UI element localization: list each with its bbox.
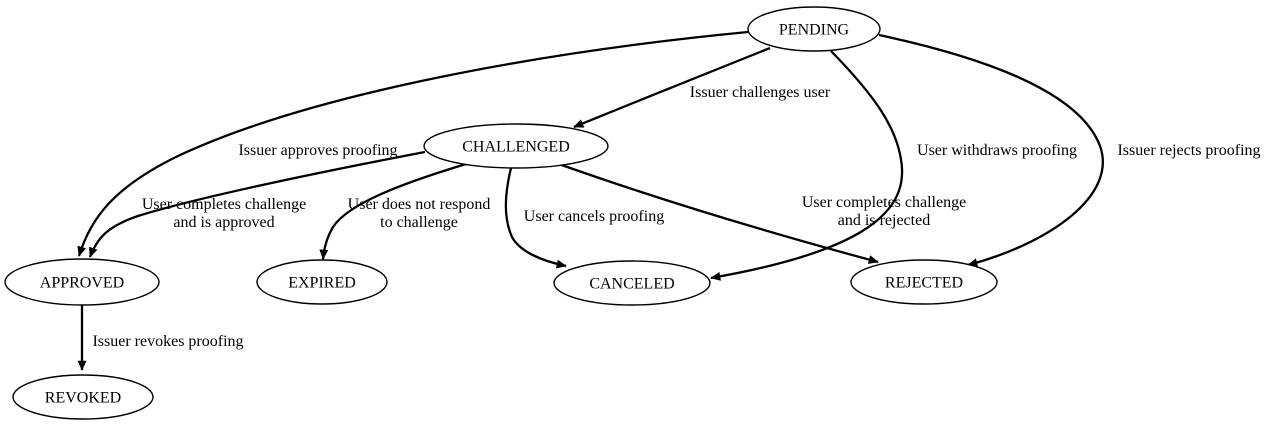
state-ellipse-pending — [747, 6, 881, 52]
transition-pending-canceled: User withdraws proofing — [710, 50, 1077, 281]
transition-path-pending-approved — [77, 30, 749, 257]
transition-label-line: and is rejected — [838, 212, 930, 229]
state-label-canceled: CANCELED — [589, 276, 674, 293]
transition-label-line: Issuer challenges user — [690, 84, 831, 101]
state-ellipse-revoked — [12, 374, 154, 420]
transition-path-pending-rejected — [878, 33, 1104, 267]
transition-label-line: and is approved — [173, 214, 274, 231]
transition-label-line: User completes challenge — [802, 194, 966, 211]
state-label-expired: EXPIRED — [288, 275, 356, 292]
state-ellipse-rejected — [850, 259, 998, 305]
state-node-canceled: CANCELED — [553, 260, 711, 306]
transition-pending-challenged: Issuer challenges user — [573, 46, 831, 129]
transition-path-challenged-canceled — [504, 167, 567, 269]
transition-path-challenged-expired — [319, 162, 467, 260]
transition-label-line: Issuer revokes proofing — [92, 333, 243, 350]
state-label-approved: APPROVED — [40, 275, 124, 292]
state-ellipse-challenged — [423, 123, 609, 169]
transition-label-line: User withdraws proofing — [917, 142, 1077, 159]
transition-label-line: Issuer rejects proofing — [1117, 142, 1260, 159]
transition-path-pending-challenged — [573, 46, 771, 129]
state-node-pending: PENDING — [747, 6, 881, 52]
transition-approved-revoked: Issuer revokes proofing — [77, 305, 244, 371]
state-node-approved: APPROVED — [4, 258, 160, 306]
transition-path-challenged-rejected — [555, 161, 879, 264]
state-node-rejected: REJECTED — [850, 259, 998, 305]
transition-label-pending-rejected: Issuer rejects proofing — [1117, 142, 1260, 159]
state-node-revoked: REVOKED — [12, 374, 154, 420]
transition-label-pending-challenged: Issuer challenges user — [690, 84, 831, 101]
state-node-expired: EXPIRED — [256, 259, 388, 305]
state-label-revoked: REVOKED — [45, 390, 121, 407]
transition-label-pending-canceled: User withdraws proofing — [917, 142, 1077, 159]
state-ellipse-canceled — [553, 260, 711, 306]
state-ellipse-expired — [256, 259, 388, 305]
transition-label-line: to challenge — [380, 214, 458, 231]
transition-challenged-canceled: User cancels proofing — [504, 167, 664, 269]
state-node-challenged: CHALLENGED — [423, 123, 609, 169]
transition-label-line: User completes challenge — [142, 196, 306, 213]
state-label-challenged: CHALLENGED — [462, 139, 570, 156]
transition-path-pending-canceled — [710, 50, 904, 281]
state-ellipse-approved — [4, 258, 160, 306]
state-label-rejected: REJECTED — [885, 275, 963, 292]
transition-label-line: User does not respond — [348, 196, 491, 213]
transition-label-pending-approved: Issuer approves proofing — [238, 142, 397, 159]
state-label-pending: PENDING — [779, 22, 850, 39]
transition-label-challenged-canceled: User cancels proofing — [524, 208, 664, 225]
transition-pending-rejected: Issuer rejects proofing — [878, 33, 1261, 267]
transition-path-challenged-approved — [88, 150, 426, 258]
transition-label-line: Issuer approves proofing — [238, 142, 397, 159]
transition-label-line: User cancels proofing — [524, 208, 664, 225]
transition-pending-approved: Issuer approves proofing — [77, 30, 749, 257]
transition-label-approved-revoked: Issuer revokes proofing — [92, 333, 243, 350]
